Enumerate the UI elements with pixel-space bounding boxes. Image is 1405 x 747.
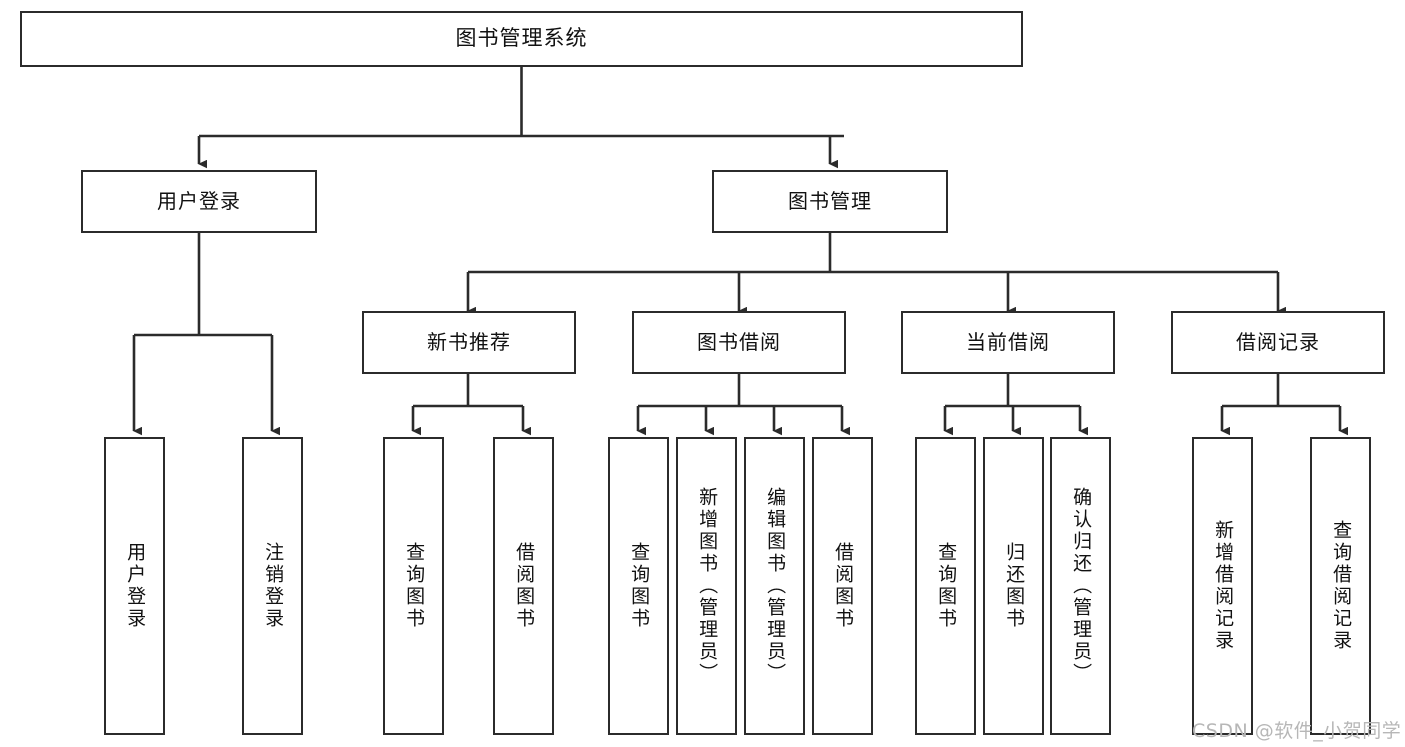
node-label: 图书借阅 xyxy=(697,330,781,355)
leaf-label: 查询图书 xyxy=(935,542,958,630)
leaf-label: 新增图书（管理员） xyxy=(696,487,719,685)
leaf-label: 注销登录 xyxy=(262,542,285,630)
leaf-book-borrow-edit[interactable]: 编辑图书（管理员） xyxy=(744,437,805,735)
leaf-label: 新增借阅记录 xyxy=(1212,520,1235,652)
leaf-label: 确认归还（管理员） xyxy=(1070,487,1093,685)
leaf-label: 借阅图书 xyxy=(513,542,536,630)
leaf-book-borrow-query[interactable]: 查询图书 xyxy=(608,437,669,735)
leaf-label: 编辑图书（管理员） xyxy=(764,487,787,685)
leaf-borrow-record-query[interactable]: 查询借阅记录 xyxy=(1310,437,1371,735)
leaf-current-borrow-return[interactable]: 归还图书 xyxy=(983,437,1044,735)
leaf-user-login-login[interactable]: 用户登录 xyxy=(104,437,165,735)
leaf-user-login-logout[interactable]: 注销登录 xyxy=(242,437,303,735)
leaf-label: 查询图书 xyxy=(628,542,651,630)
leaf-new-book-query[interactable]: 查询图书 xyxy=(383,437,444,735)
leaf-current-borrow-query[interactable]: 查询图书 xyxy=(915,437,976,735)
node-label: 新书推荐 xyxy=(427,330,511,355)
node-user-login[interactable]: 用户登录 xyxy=(81,170,317,233)
leaf-book-borrow-borrow[interactable]: 借阅图书 xyxy=(812,437,873,735)
leaf-current-borrow-confirm[interactable]: 确认归还（管理员） xyxy=(1050,437,1111,735)
leaf-label: 借阅图书 xyxy=(832,542,855,630)
node-current-borrow[interactable]: 当前借阅 xyxy=(901,311,1115,374)
node-label: 借阅记录 xyxy=(1236,330,1320,355)
node-new-book-recommend[interactable]: 新书推荐 xyxy=(362,311,576,374)
leaf-label: 归还图书 xyxy=(1003,542,1026,630)
node-root-system[interactable]: 图书管理系统 xyxy=(20,11,1023,67)
node-label: 当前借阅 xyxy=(966,330,1050,355)
node-label: 用户登录 xyxy=(157,189,241,214)
leaf-new-book-borrow[interactable]: 借阅图书 xyxy=(493,437,554,735)
node-book-borrow[interactable]: 图书借阅 xyxy=(632,311,846,374)
node-label: 图书管理系统 xyxy=(455,26,588,51)
leaf-label: 查询图书 xyxy=(403,542,426,630)
node-label: 图书管理 xyxy=(788,189,872,214)
leaf-label: 查询借阅记录 xyxy=(1330,520,1353,652)
leaf-book-borrow-add[interactable]: 新增图书（管理员） xyxy=(676,437,737,735)
leaf-borrow-record-add[interactable]: 新增借阅记录 xyxy=(1192,437,1253,735)
leaf-label: 用户登录 xyxy=(124,542,147,630)
node-borrow-record[interactable]: 借阅记录 xyxy=(1171,311,1385,374)
node-book-manage[interactable]: 图书管理 xyxy=(712,170,948,233)
